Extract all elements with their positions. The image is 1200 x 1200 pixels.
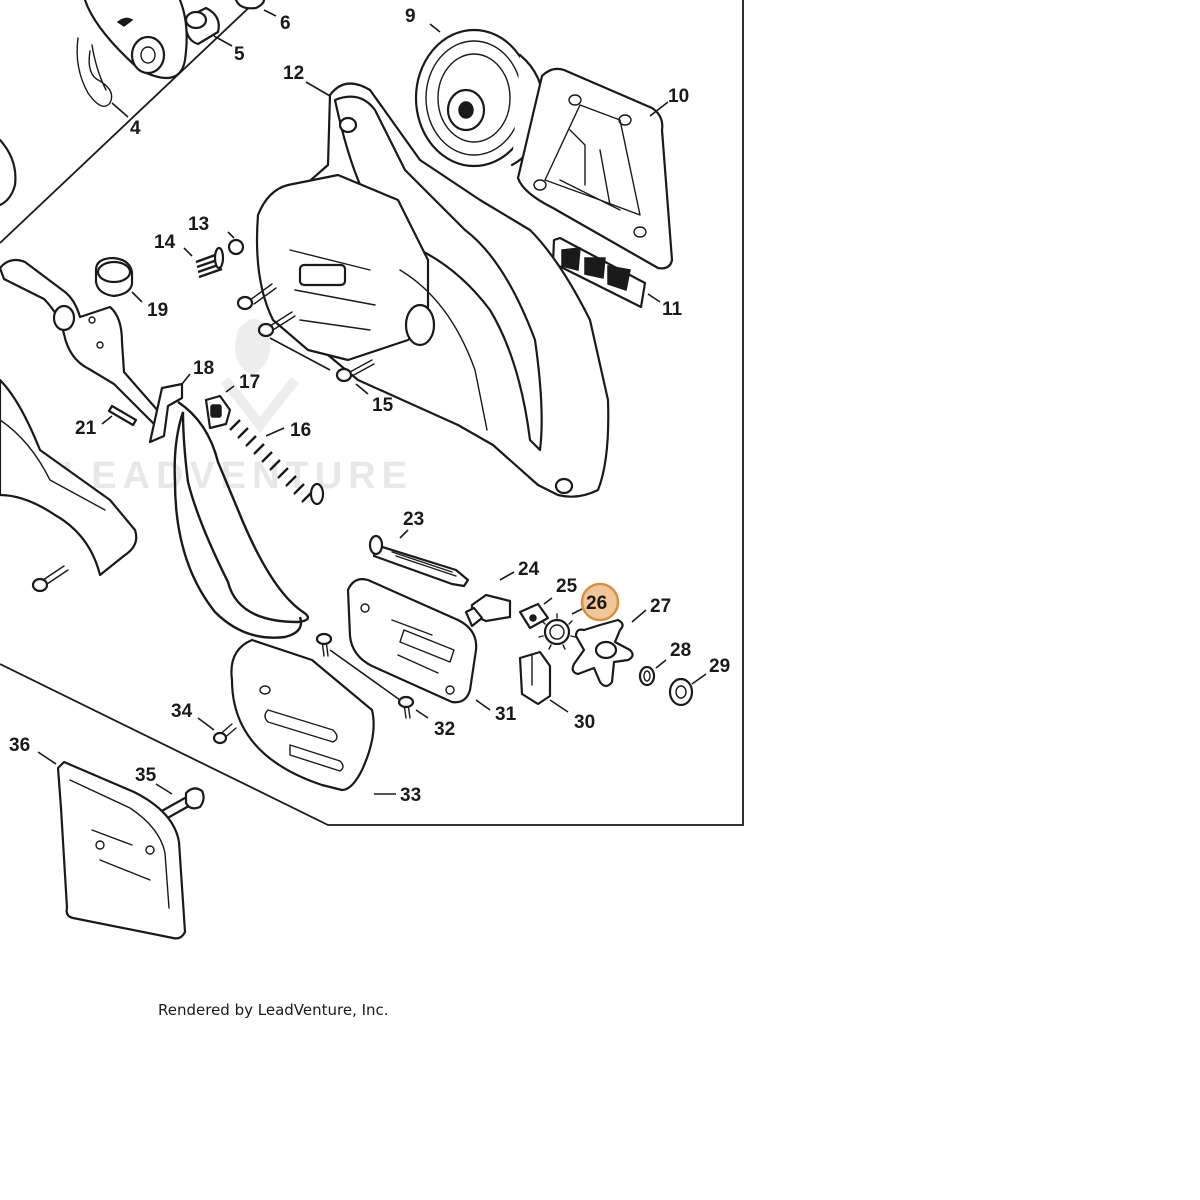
- part-14-small-spring[interactable]: [195, 246, 225, 279]
- screw-15c: [335, 359, 375, 383]
- highlight-marker-26: [580, 582, 620, 622]
- part-26-gear[interactable]: [538, 613, 576, 650]
- callout-25[interactable]: 25: [556, 576, 578, 597]
- callout-4[interactable]: 4: [130, 118, 141, 139]
- callout-36[interactable]: 36: [9, 735, 30, 756]
- callout-24[interactable]: 24: [518, 559, 540, 580]
- callout-11[interactable]: 11: [662, 299, 683, 320]
- callout-23[interactable]: 23: [403, 509, 424, 530]
- part-6-partial[interactable]: [234, 0, 266, 10]
- callout-16[interactable]: 16: [290, 420, 311, 441]
- watermark-text: LEADVENTURE: [62, 455, 413, 497]
- part-28-washer[interactable]: [638, 665, 656, 687]
- part-27-star-knob[interactable]: [571, 618, 634, 688]
- part-13-ring[interactable]: [227, 238, 245, 256]
- callout-17[interactable]: 17: [239, 372, 260, 393]
- screw-left[interactable]: [31, 565, 69, 593]
- part-25-square-nut[interactable]: [518, 602, 550, 630]
- part-36-guard-plate[interactable]: [56, 760, 187, 940]
- callout-34[interactable]: 34: [171, 701, 193, 722]
- part-15-screws[interactable]: [236, 283, 375, 383]
- left-edge-part[interactable]: [0, 138, 17, 207]
- brake-lever-left[interactable]: [0, 258, 162, 426]
- part-5-bushing[interactable]: [184, 6, 220, 46]
- callout-6[interactable]: 6: [280, 13, 291, 34]
- part-12-main-housing[interactable]: [255, 82, 610, 498]
- callout-31[interactable]: 31: [495, 704, 517, 725]
- part-17-spring-holder[interactable]: [204, 394, 232, 430]
- part-18-brake-band[interactable]: [148, 382, 310, 639]
- callout-33[interactable]: 33: [400, 785, 421, 806]
- callout-35[interactable]: 35: [135, 765, 157, 786]
- callout-19[interactable]: 19: [147, 300, 168, 321]
- render-credit: Rendered by LeadVenture, Inc.: [158, 1001, 389, 1019]
- screw-15b: [257, 311, 296, 338]
- callout-28[interactable]: 28: [670, 640, 691, 661]
- callout-14[interactable]: 14: [154, 232, 176, 253]
- leader-lines: [37, 9, 707, 795]
- callout-9[interactable]: 9: [405, 6, 416, 27]
- part-29-washer[interactable]: [668, 677, 694, 707]
- part-30-tensioner-plate[interactable]: [518, 650, 552, 706]
- clutch-drum-teeth: [437, 53, 511, 143]
- callout-12[interactable]: 12: [283, 63, 304, 84]
- callout-30[interactable]: 30: [574, 712, 595, 733]
- screw-15a: [236, 283, 277, 311]
- callout-27[interactable]: 27: [650, 596, 671, 617]
- callout-10[interactable]: 10: [668, 86, 689, 107]
- watermark-logo: LEADVENTURE: [62, 318, 413, 497]
- part-34-screw[interactable]: [212, 723, 237, 745]
- part-19-bushing[interactable]: [94, 256, 134, 298]
- screw-32b: [397, 695, 415, 719]
- callout-5[interactable]: 5: [234, 44, 245, 65]
- part-16-large-spring[interactable]: [229, 419, 325, 506]
- callout-21[interactable]: 21: [75, 418, 97, 439]
- part-21-pin[interactable]: [107, 404, 138, 427]
- part-4-spring-clip[interactable]: [76, 37, 113, 107]
- callout-26[interactable]: 26: [586, 593, 607, 614]
- callout-32[interactable]: 32: [434, 719, 455, 740]
- part-31-guide-plate[interactable]: [346, 578, 478, 704]
- screw-32a: [315, 632, 333, 657]
- part-10-cover-plate[interactable]: [516, 67, 674, 270]
- diagram-frame: [0, 0, 744, 826]
- hand-guard-left[interactable]: [0, 378, 138, 577]
- part-24-adjuster-nut[interactable]: [464, 593, 512, 628]
- callout-13[interactable]: 13: [188, 214, 209, 235]
- callout-labels: 4 5 6 9 10 11 12 13 14 15 16 17 18 19 21…: [9, 6, 730, 806]
- callout-15[interactable]: 15: [372, 395, 394, 416]
- lever-upper-partial[interactable]: [83, 0, 188, 80]
- callout-18[interactable]: 18: [193, 358, 214, 379]
- callout-29[interactable]: 29: [709, 656, 730, 677]
- part-32-screws[interactable]: [315, 632, 415, 719]
- part-33-chain-cover[interactable]: [230, 638, 375, 792]
- part-23-tension-bolt[interactable]: [368, 534, 470, 588]
